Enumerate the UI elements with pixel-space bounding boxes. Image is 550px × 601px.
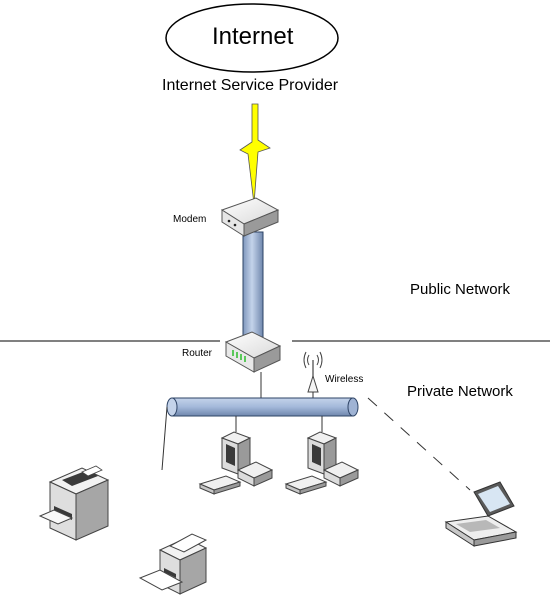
private-network-label: Private Network [407,383,513,400]
wireless-link [367,397,471,491]
router-icon [224,331,282,373]
modem-icon [220,197,280,237]
internet-cloud-icon [165,3,339,73]
laptop-icon [444,481,518,547]
wireless-label: Wireless [325,374,364,385]
isp-label: Internet Service Provider [162,77,339,94]
printer-icon [38,465,110,541]
antenna-icon [303,351,323,393]
printer-drop-line [161,406,168,471]
printer-icon [138,533,208,595]
internet-label: Internet [212,23,294,50]
workstation-icon [198,431,274,495]
public-network-label: Public Network [410,281,511,298]
lightning-icon [239,103,271,205]
modem-label: Modem [173,214,207,225]
lan-bus-pipe [166,397,359,417]
workstation-icon [284,431,360,495]
uplink-pipe [242,231,264,347]
router-label: Router [182,348,213,359]
